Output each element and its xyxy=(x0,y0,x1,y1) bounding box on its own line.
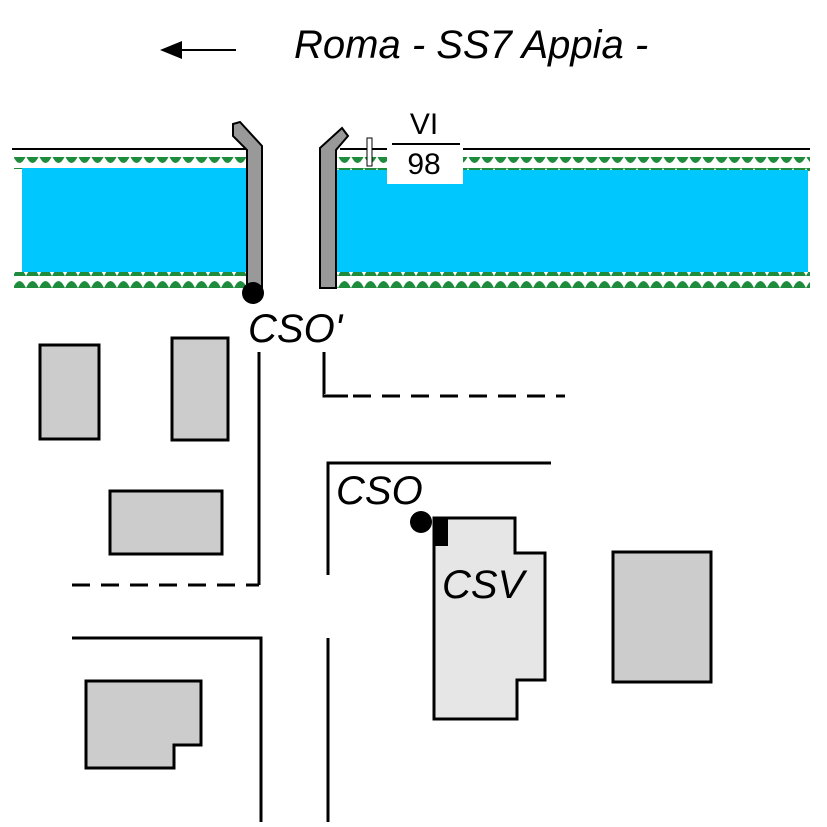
building xyxy=(108,489,224,556)
streets xyxy=(72,352,565,822)
cso-point xyxy=(410,511,432,533)
csv-entrance xyxy=(434,518,448,546)
road-title: Roma - SS7 Appia - xyxy=(294,23,648,67)
building xyxy=(611,550,713,684)
cso-prime-label: CSO' xyxy=(248,307,344,351)
cso-prime-point xyxy=(242,282,264,304)
building xyxy=(84,679,203,770)
cso-label: CSO xyxy=(336,469,423,513)
building xyxy=(170,336,230,442)
direction-arrow-icon xyxy=(160,41,236,59)
milestone: VI 98 xyxy=(366,108,463,184)
csv-building xyxy=(432,516,547,721)
milestone-bottom: 98 xyxy=(407,148,440,181)
milestone-top: VI xyxy=(410,108,438,141)
canal-right xyxy=(334,148,810,288)
canal-left xyxy=(12,148,246,288)
building xyxy=(38,343,101,441)
bridge-rail-right xyxy=(319,126,350,289)
csv-label: CSV xyxy=(442,563,528,607)
